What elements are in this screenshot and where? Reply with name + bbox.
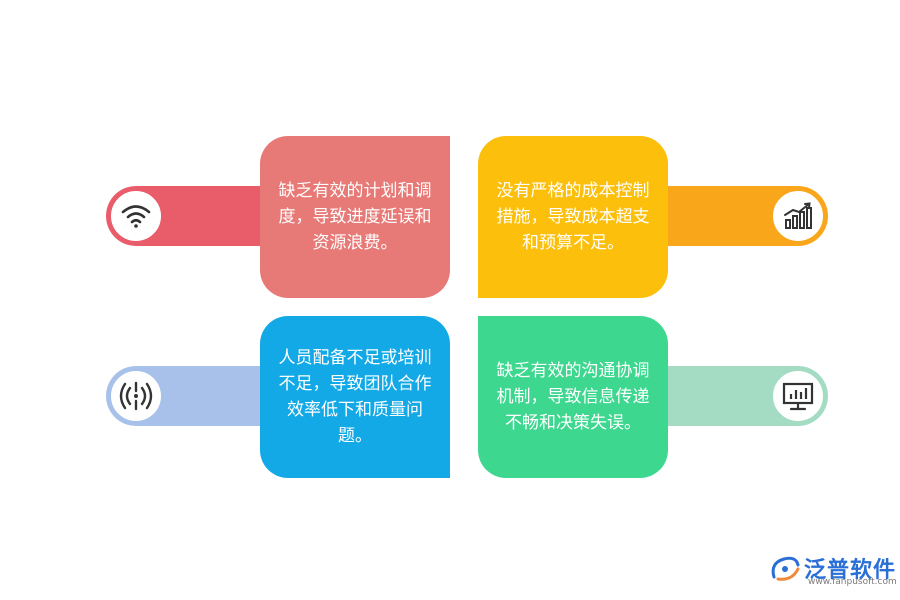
- card-2-text: 没有严格的成本控制措施，导致成本超支和预算不足。: [496, 181, 650, 253]
- bar-chart-icon: [784, 202, 812, 229]
- signal-icon: [119, 381, 153, 411]
- icon-circle-4: [770, 368, 826, 424]
- logo-name: 泛普软件: [804, 558, 897, 583]
- card-4-text: 缺乏有效的沟通协调机制，导致信息传递不畅和决策失误。: [496, 361, 650, 433]
- icon-circle-3: [108, 368, 164, 424]
- card-4: 缺乏有效的沟通协调机制，导致信息传递不畅和决策失误。: [478, 316, 668, 478]
- icon-circle-1: [108, 188, 164, 244]
- card-1: 缺乏有效的计划和调度，导致进度延误和资源浪费。: [260, 136, 450, 298]
- card-1-text: 缺乏有效的计划和调度，导致进度延误和资源浪费。: [278, 181, 432, 253]
- brand-logo: 泛普软件: [768, 552, 896, 584]
- monitor-icon: [782, 382, 814, 411]
- card-2: 没有严格的成本控制措施，导致成本超支和预算不足。: [478, 136, 668, 298]
- card-3-text: 人员配备不足或培训不足，导致团队合作效率低下和质量问题。: [278, 348, 432, 446]
- card-3: 人员配备不足或培训不足，导致团队合作效率低下和质量问题。: [260, 316, 450, 478]
- icon-circle-2: [770, 188, 826, 244]
- logo-mark-icon: [771, 556, 800, 581]
- logo-url: www.fanpusoft.com: [808, 577, 897, 587]
- wifi-icon: [121, 205, 151, 228]
